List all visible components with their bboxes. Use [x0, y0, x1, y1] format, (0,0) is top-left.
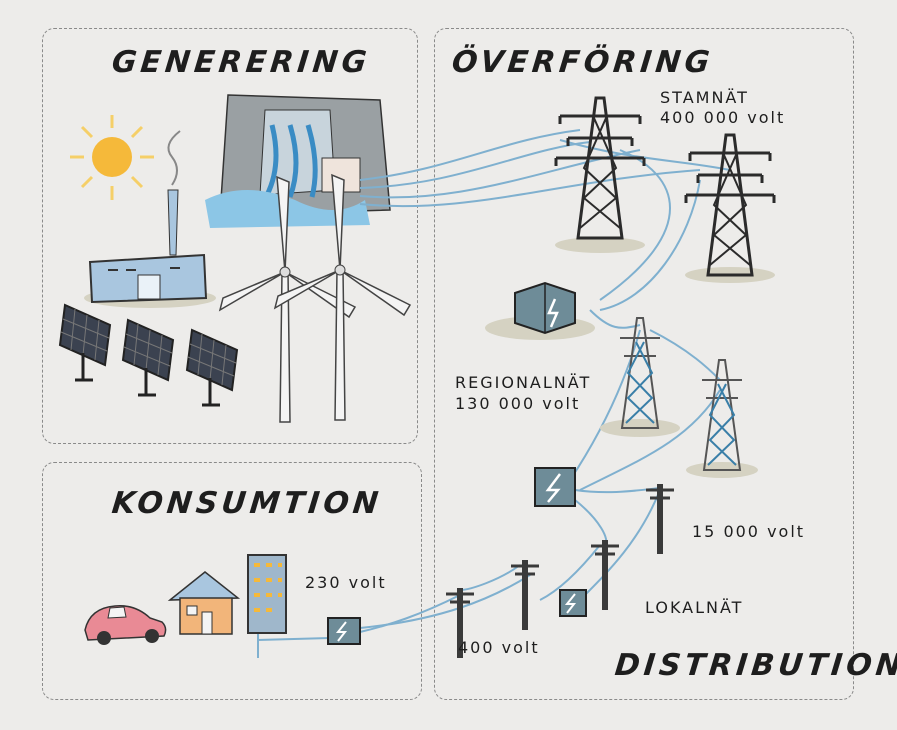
stamnat-label: STAMNÄT	[660, 88, 749, 107]
apartment-building-icon	[248, 555, 286, 633]
solar-panel-icon	[60, 305, 237, 405]
car-icon	[85, 606, 166, 645]
substation-icon	[485, 283, 595, 340]
utility-pole-icon	[446, 484, 674, 658]
sun-icon	[70, 115, 154, 200]
small-transformer-icon	[328, 618, 360, 644]
hydro-dam-icon	[205, 95, 390, 228]
stamnat-voltage-label: 400 000 volt	[660, 108, 785, 127]
regional-voltage-label: 130 000 volt	[455, 394, 580, 413]
regional-tower-icon	[600, 318, 758, 478]
consumption-title: KONSUMTION	[110, 486, 384, 521]
house-icon	[170, 572, 238, 634]
medium-voltage-label: 15 000 volt	[692, 522, 805, 541]
local-net-label: LOKALNÄT	[645, 598, 743, 617]
transmission-title: ÖVERFÖRING	[450, 45, 715, 80]
generation-title: GENERERING	[110, 45, 372, 80]
house-voltage-label: 230 volt	[305, 573, 387, 592]
low-voltage-label: 400 volt	[458, 638, 540, 657]
distribution-title: DISTRIBUTION	[613, 648, 897, 683]
regional-label: REGIONALNÄT	[455, 373, 591, 392]
